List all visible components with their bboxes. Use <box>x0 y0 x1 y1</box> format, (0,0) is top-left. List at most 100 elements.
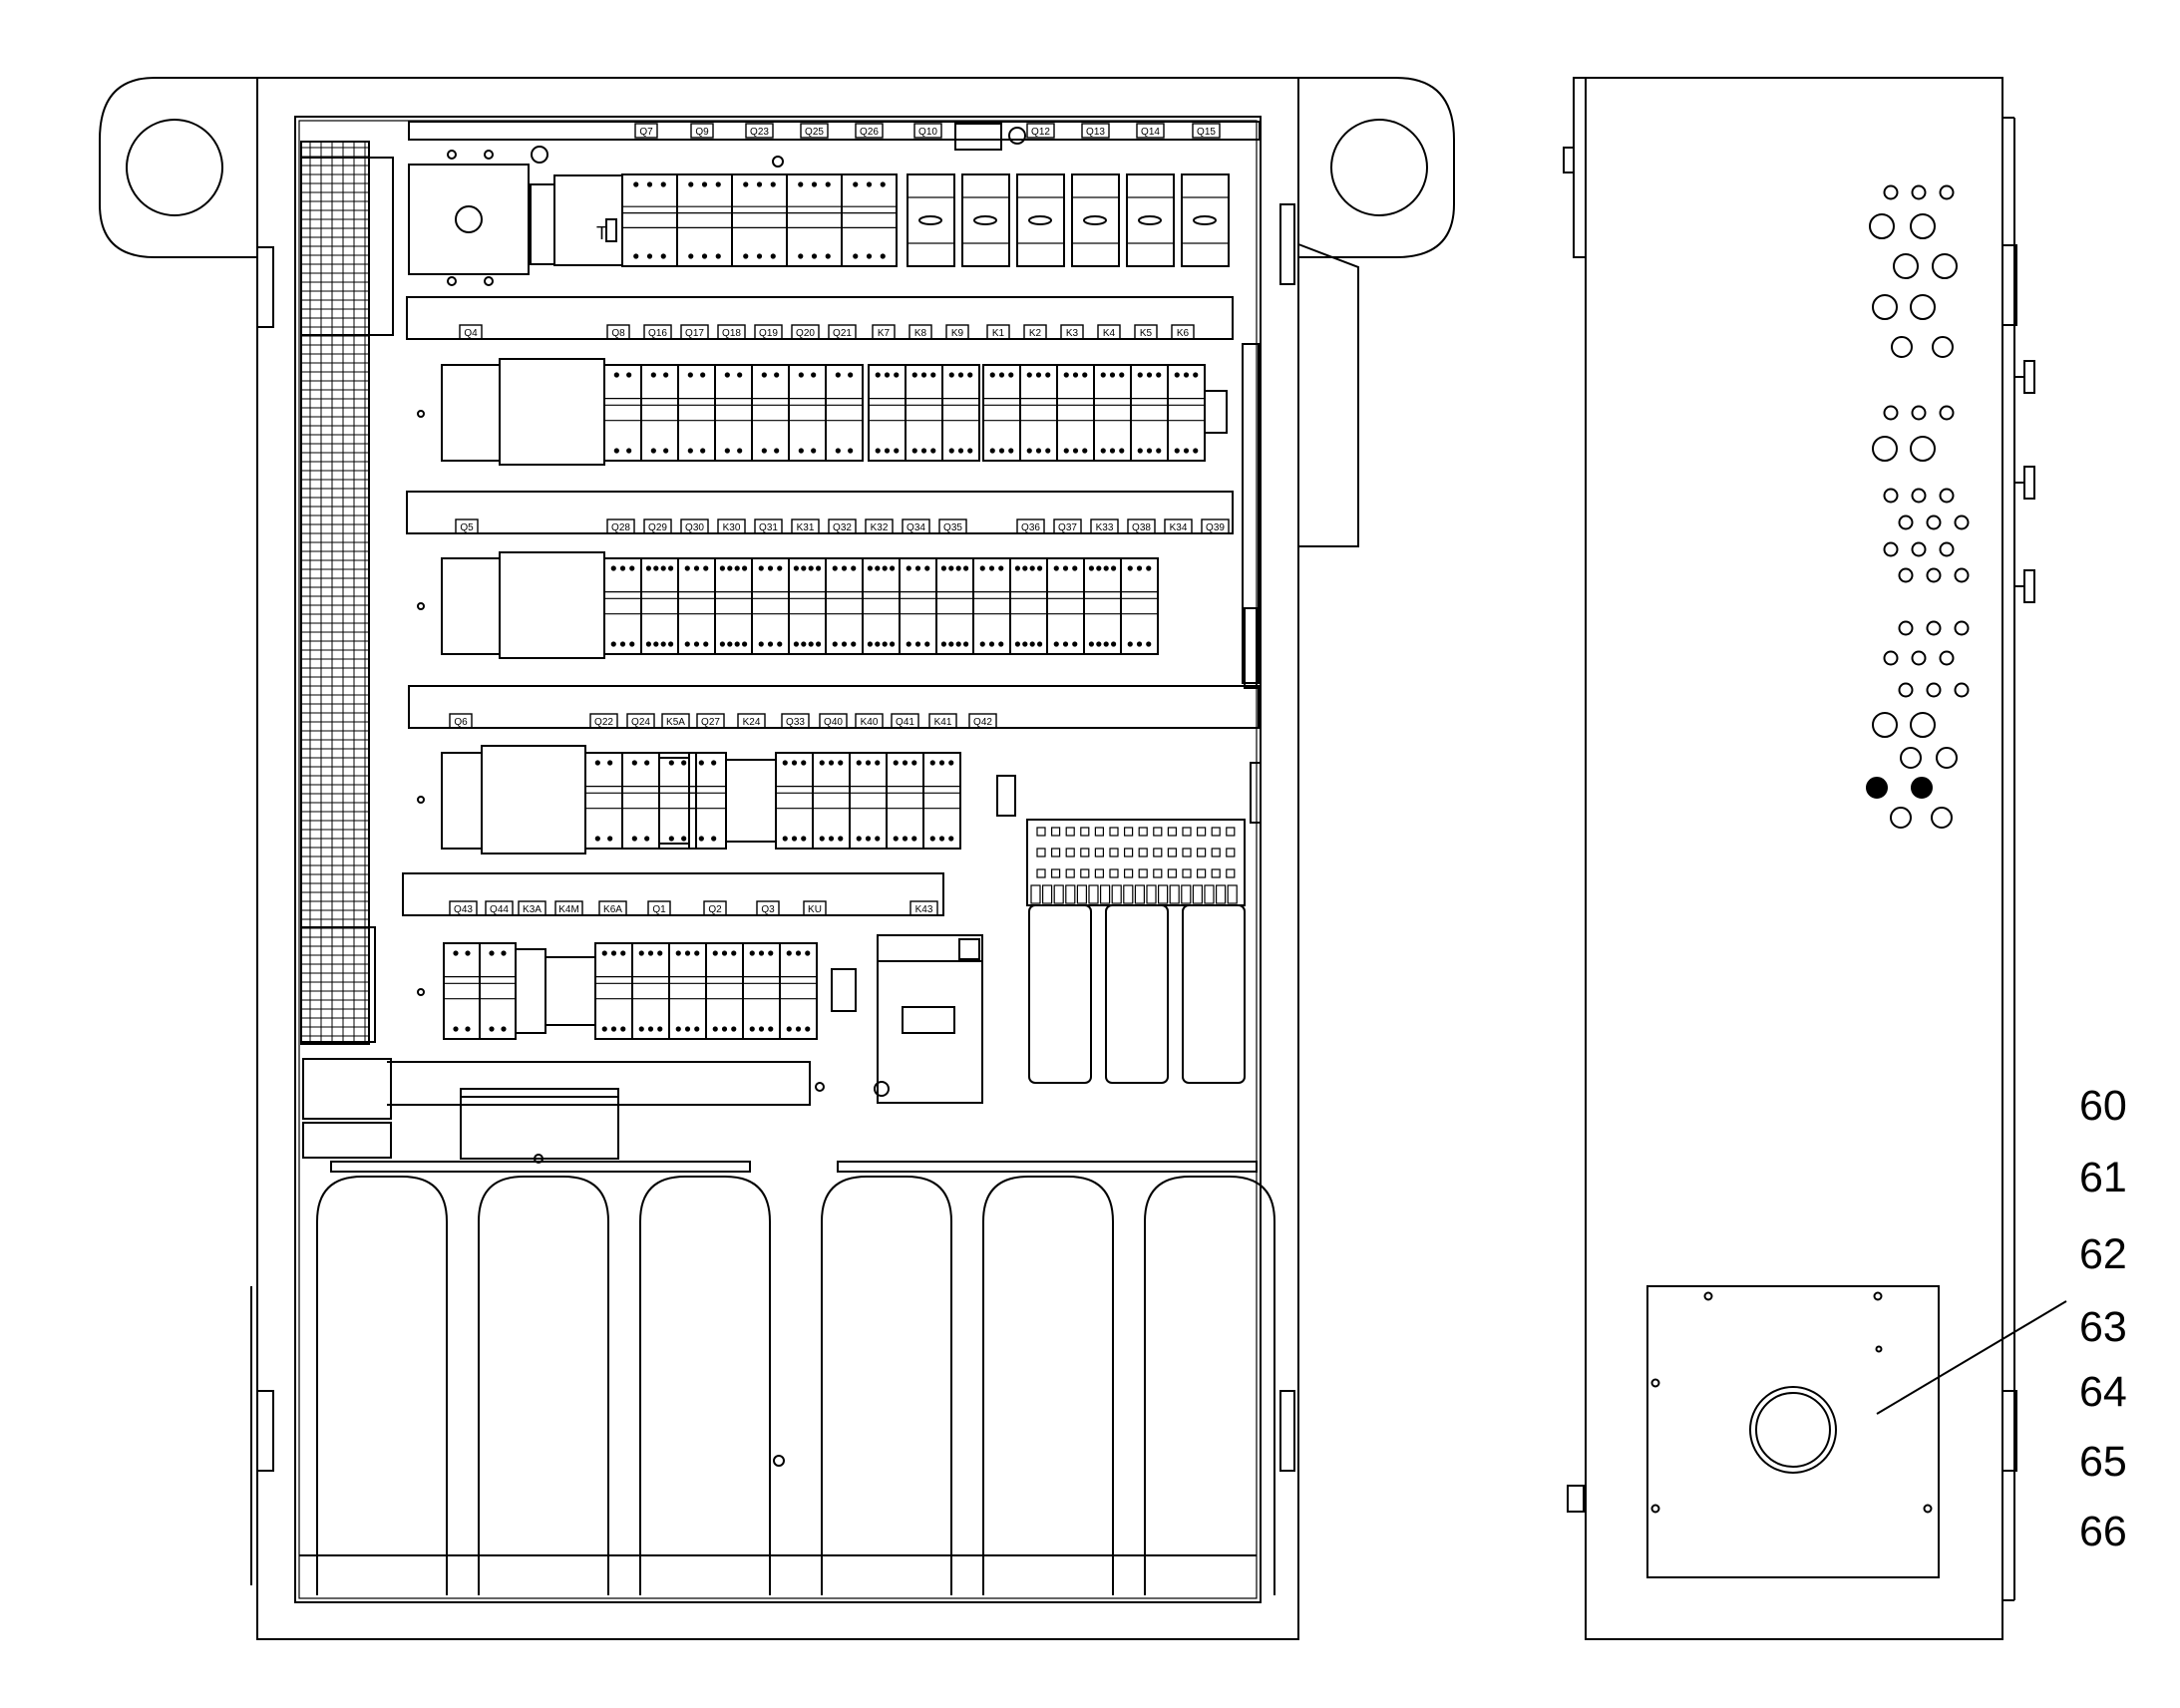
screw <box>772 156 784 168</box>
terminal-dot <box>801 760 807 766</box>
screw <box>531 146 548 164</box>
terminal-dot <box>795 950 802 956</box>
terminal-dot <box>610 641 616 647</box>
terminal-dot <box>767 641 774 647</box>
enclosure-outer <box>256 77 1299 1640</box>
terminal-dot <box>1082 372 1088 378</box>
terminal-dot <box>668 565 674 571</box>
breaker-toggle <box>1028 215 1052 225</box>
terminal-dot <box>646 253 653 259</box>
terminal-dot <box>938 836 945 842</box>
device-tag: K7 <box>878 328 891 339</box>
terminal-dot <box>875 760 881 766</box>
device-tag: Q12 <box>1031 127 1050 138</box>
terminal-dot <box>798 253 804 259</box>
terminal-dot <box>1072 448 1079 454</box>
device-tag-box <box>680 518 709 534</box>
device-tag-box <box>455 518 479 534</box>
screw <box>1873 1291 1883 1301</box>
terminal-dot <box>657 950 663 956</box>
device-tag: Q3 <box>761 904 775 915</box>
device-tag-box <box>1016 518 1045 534</box>
terminal-dot <box>920 372 927 378</box>
breaker <box>788 557 827 655</box>
terminal-dot <box>701 253 708 259</box>
device-tag-box <box>589 713 618 729</box>
device-tag: Q18 <box>722 328 741 339</box>
module-pin <box>1204 884 1215 904</box>
terminal-dot <box>629 641 635 647</box>
terminal-dot <box>734 565 740 571</box>
entry-hole-large <box>1910 436 1936 462</box>
terminal-dot <box>882 565 888 571</box>
module-terminal <box>1123 827 1134 837</box>
terminal-dot <box>1119 372 1125 378</box>
terminal-dot <box>694 1026 700 1032</box>
terminal-dot <box>501 950 507 956</box>
terminal-dot <box>1146 565 1152 571</box>
module-pin <box>1076 884 1088 904</box>
terminal-dot <box>957 448 964 454</box>
terminal-dot <box>893 836 899 842</box>
entry-hole-plugged <box>1866 777 1888 799</box>
device-tag: Q19 <box>759 328 778 339</box>
terminal-dot <box>626 448 632 454</box>
terminal-dot <box>660 253 666 259</box>
terminal-module <box>1026 819 1246 1084</box>
device-tag: K5 <box>1140 328 1153 339</box>
breaker <box>668 942 707 1040</box>
screw <box>417 988 425 996</box>
entry-hole-large <box>1893 253 1919 279</box>
terminal-dot <box>1008 372 1014 378</box>
terminal-dot <box>1137 448 1143 454</box>
terminal-dot <box>948 372 954 378</box>
circuit-breaker <box>1016 173 1065 267</box>
terminal-dot <box>791 760 798 766</box>
module-terminal <box>1138 848 1148 857</box>
terminal-dot <box>930 372 936 378</box>
module-terminal <box>1153 827 1163 837</box>
terminal-dot <box>816 565 822 571</box>
terminal-dot <box>453 1026 459 1032</box>
module-terminal <box>1036 848 1046 857</box>
entry-hole-small <box>1926 682 1942 698</box>
terminal-dot <box>1014 641 1021 647</box>
terminal-dot <box>1026 448 1032 454</box>
terminal-dot <box>920 448 927 454</box>
terminal-dot <box>865 760 872 766</box>
device-tag-box <box>828 518 857 534</box>
terminal-dot <box>1127 565 1133 571</box>
terminal-dot <box>1100 372 1106 378</box>
circuit-breaker <box>1181 173 1230 267</box>
terminal-dot <box>743 181 749 187</box>
entry-hole-small <box>1939 405 1955 421</box>
module-pin <box>1134 884 1146 904</box>
terminal-dot <box>782 836 788 842</box>
device-tag-box <box>754 324 783 340</box>
terminal-dot <box>811 372 817 378</box>
device-tag: Q5 <box>460 522 474 533</box>
device-tag: Q14 <box>1141 127 1160 138</box>
terminal-dot <box>979 641 985 647</box>
circuit-breaker <box>961 173 1010 267</box>
terminal-dot <box>703 641 709 647</box>
terminal-dot <box>911 448 917 454</box>
device-tag: Q7 <box>639 127 653 138</box>
terminal-dot <box>1109 372 1116 378</box>
side-view <box>1563 77 2067 1640</box>
breaker <box>714 364 753 462</box>
device-tag-box <box>928 713 957 729</box>
breaker-toggle <box>1193 215 1217 225</box>
terminal-dot <box>1029 641 1035 647</box>
entry-hole-small <box>1954 567 1970 583</box>
terminal-dot <box>633 181 639 187</box>
device-tag-box <box>449 713 473 729</box>
terminal-dot <box>610 1026 617 1032</box>
terminal-dot <box>1063 372 1069 378</box>
device-tag-box <box>1053 518 1082 534</box>
terminal-dot <box>948 448 954 454</box>
entry-hole-small <box>1883 405 1899 421</box>
breaker <box>603 557 642 655</box>
terminal-dot <box>626 372 632 378</box>
device-tag: K2 <box>1029 328 1042 339</box>
